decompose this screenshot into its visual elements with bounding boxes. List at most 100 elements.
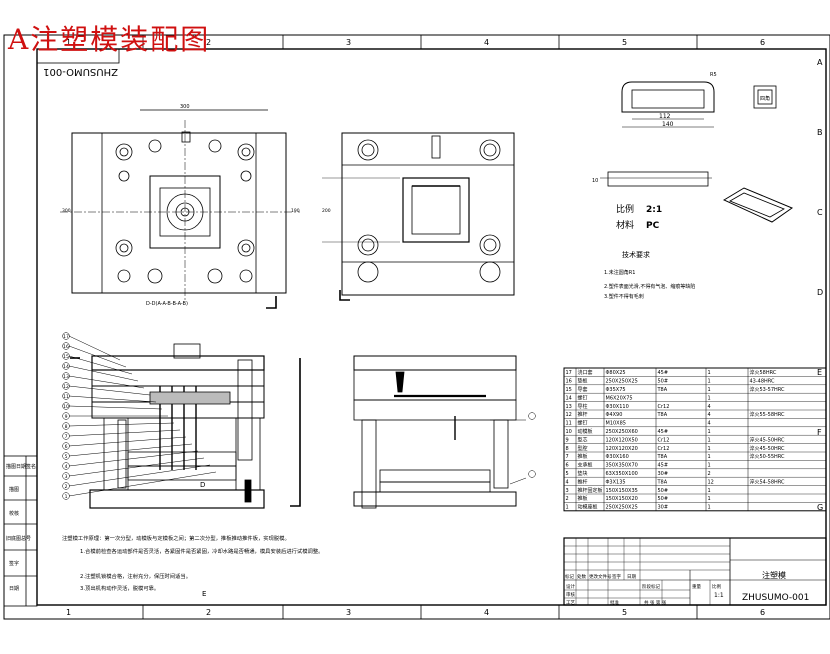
title-label: 工艺 (566, 600, 575, 606)
title-label: 更改文件号 (589, 573, 612, 580)
bom-cell: 15 (566, 387, 572, 393)
bom-cell: 1 (708, 496, 711, 502)
drawing-number-mirrored: ZHUSUMO-001 (43, 66, 118, 77)
bom-cell: Φ35X75 (606, 387, 626, 393)
plan-dim-top: 300 (180, 104, 190, 110)
bom-cell: 支承板 (578, 462, 593, 469)
bom-cell: 导套 (578, 386, 588, 393)
zone-column-label: 3 (346, 608, 351, 617)
bom-cell: 型芯 (578, 436, 588, 443)
title-label: 日期 (627, 574, 636, 580)
title-label: 审核 (566, 591, 575, 598)
zone-column-label: 5 (622, 608, 627, 617)
bom-cell: 43-48HRC (750, 379, 776, 385)
part-balloon-number: 1 (65, 494, 68, 500)
bom-cell: 11 (566, 421, 572, 427)
title-label: 批准 (610, 599, 619, 606)
bom-cell: 淬火54-58HRC (750, 478, 786, 485)
bom-cell: 1 (708, 463, 711, 469)
bom-cell: 63X350X100 (606, 471, 638, 477)
zone-row-label: A (817, 58, 823, 67)
bom-cell: 动模座板 (578, 504, 598, 511)
title-label: 设计 (566, 583, 575, 590)
bom-cell: 螺钉 (578, 394, 588, 401)
bom-cell: 4 (708, 421, 711, 427)
margin-label: 日期 (9, 586, 19, 592)
zone-row-label: B (817, 128, 823, 137)
bom-cell: 推板 (578, 495, 588, 502)
bom-cell: 1 (708, 446, 711, 452)
bom-cell: 12 (566, 412, 572, 418)
margin-label: 校核 (9, 510, 19, 517)
bom-cell: 120X120X50 (606, 437, 638, 443)
bom-cell: 8 (566, 446, 569, 452)
product-dim-140: 140 (662, 121, 674, 128)
bom-cell: 垫板 (578, 378, 588, 385)
bom-cell: 1 (708, 429, 711, 435)
bom-cell: 30# (658, 471, 669, 477)
bom-cell: 推板 (578, 453, 588, 460)
bom-cell: M6X20X75 (606, 395, 633, 401)
tech-req-line: 2.塑件表面光滑,不得有气泡、缩痕等缺陷 (604, 283, 695, 290)
ejection-section-view (353, 355, 527, 509)
bom-cell: 12 (708, 479, 714, 485)
bom-cell: M10X85 (606, 421, 626, 427)
bom-cell: 型腔 (578, 445, 588, 452)
bom-cell: 4 (566, 479, 569, 485)
product-ratio-label: 比例 (616, 203, 634, 215)
bom-cell: 1 (708, 505, 711, 511)
part-balloon-number: 11 (63, 394, 69, 400)
bom-cell: Cr12 (658, 404, 670, 410)
bom-cell: 13 (566, 404, 572, 410)
bom-cell: 14 (566, 395, 572, 401)
zone-column-label: 2 (206, 608, 211, 617)
zone-column-label: 4 (484, 38, 489, 47)
notes-intro: 注塑模工作原理：第一次分型，动模板与定模板之间；第二次分型，推板推动推件板，实现… (62, 534, 290, 542)
plan-dimension: 300 (62, 208, 71, 214)
bom-cell: 9 (566, 437, 569, 443)
section-label-d: D (200, 481, 205, 489)
bom-cell: 2 (708, 471, 711, 477)
bom-cell: 6 (566, 463, 569, 469)
title-scale: 1:1 (714, 592, 724, 599)
title-label: 标记 (565, 573, 574, 580)
notes-item: 1.合模前检查各运动部件是否灵活，各紧固件是否紧固，冷却水路是否畅通，模具安装后… (80, 547, 323, 555)
bom-cell: 50# (658, 496, 669, 502)
margin-label: 描图日期签名 (6, 463, 36, 470)
bom-cell: Φ4X90 (606, 412, 623, 418)
part-balloon-number: 17 (63, 334, 69, 340)
part-balloon-number: 13 (63, 374, 69, 380)
bom-cell: 1 (708, 437, 711, 443)
bom-cell: 45# (658, 463, 669, 469)
bom-cell: 150X150X35 (606, 488, 638, 494)
bom-cell: 1 (708, 370, 711, 376)
part-balloon-number: 6 (65, 444, 68, 450)
product-dim-r5: R5 (710, 72, 717, 78)
bom-cell: T8A (657, 412, 668, 418)
part-balloon-number: 16 (63, 344, 69, 350)
title-block-drawing-no: ZHUSUMO-001 (742, 593, 809, 603)
bom-cell: 250X250X60 (606, 429, 638, 435)
zone-column-label: 1 (66, 608, 71, 617)
bom-cell: 淬火50-55HRC (750, 453, 786, 460)
product-side-label: 四角 (760, 95, 770, 102)
part-balloon-number: 15 (63, 354, 69, 360)
zone-row-label: G (817, 503, 823, 512)
product-dim-112: 112 (659, 113, 671, 120)
plan-dimension: 200 (322, 208, 331, 214)
bom-cell: 淬火55-58HRC (750, 411, 786, 418)
notes-label-e: E (202, 590, 206, 598)
margin-label: 描图 (9, 486, 19, 493)
notes-item: 2.注塑机锁模合格，注射充分，保压时间适当。 (80, 572, 191, 580)
bom-cell: T8A (657, 387, 668, 393)
title-stage-label: 阶段标记 (642, 583, 660, 590)
bom-cell: 推杆 (578, 411, 588, 418)
part-balloon-number: 8 (65, 424, 68, 430)
title-sheet-count: 共 张 第 张 (644, 599, 667, 606)
bom-cell: 1 (566, 505, 569, 511)
left-margin-table (3, 455, 38, 607)
plan-dimension: 190 (291, 208, 300, 214)
